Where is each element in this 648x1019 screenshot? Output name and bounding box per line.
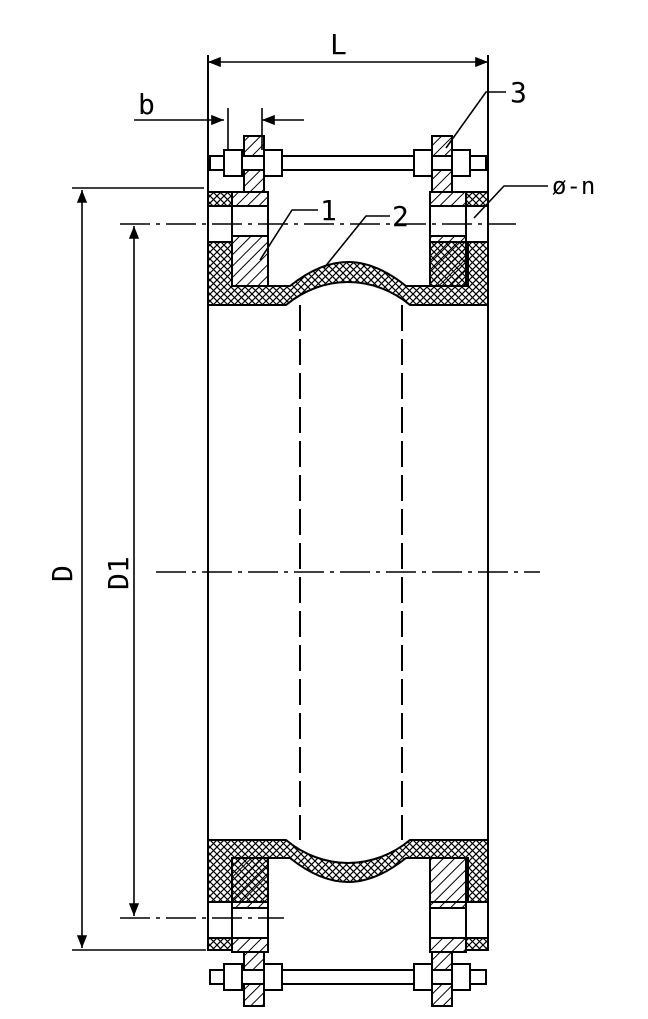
- inner-bore-hidden-lines: [299, 305, 403, 840]
- top-right-rubber-lip: [465, 191, 489, 207]
- bottom-left-nut-outer: [223, 963, 243, 991]
- top-bolt-rod: [209, 155, 487, 171]
- top-right-flange: [429, 235, 467, 287]
- bottom-right-nut-outer: [451, 963, 471, 991]
- part-label-1: 1: [320, 194, 337, 227]
- top-left-flange-upper: [231, 191, 269, 207]
- holes-label: ø-n: [552, 172, 595, 200]
- bottom-left-flange-lower: [231, 937, 269, 953]
- bottom-right-flange-lower: [429, 937, 467, 953]
- top-right-nut-inner: [413, 149, 433, 177]
- top-left-nut-inner: [263, 149, 283, 177]
- bottom-bolt-rod: [209, 969, 487, 985]
- part-label-3: 3: [510, 76, 527, 109]
- top-right-nut-outer: [451, 149, 471, 177]
- top-left-nut-outer: [223, 149, 243, 177]
- dimension-label-L: L: [330, 28, 347, 61]
- bottom-left-flange: [231, 857, 269, 909]
- top-left-flange: [231, 235, 269, 287]
- bottom-left-nut-inner: [263, 963, 283, 991]
- top-right-flange-upper: [429, 191, 467, 207]
- top-left-rubber-lip: [207, 191, 233, 207]
- dimension-label-D1: D1: [102, 556, 135, 590]
- bottom-flange-assembly: [207, 839, 489, 1007]
- dimension-label-D: D: [46, 565, 79, 582]
- dimension-lines: [72, 56, 548, 951]
- bottom-left-rubber-lip: [207, 937, 233, 951]
- top-flange-assembly: [207, 135, 489, 306]
- dimension-label-b: b: [138, 88, 155, 121]
- bottom-right-nut-inner: [413, 963, 433, 991]
- bottom-right-rubber-lip: [465, 937, 489, 951]
- bottom-right-flange: [429, 857, 467, 909]
- part-label-2: 2: [392, 200, 409, 233]
- centre-lines: [120, 223, 540, 919]
